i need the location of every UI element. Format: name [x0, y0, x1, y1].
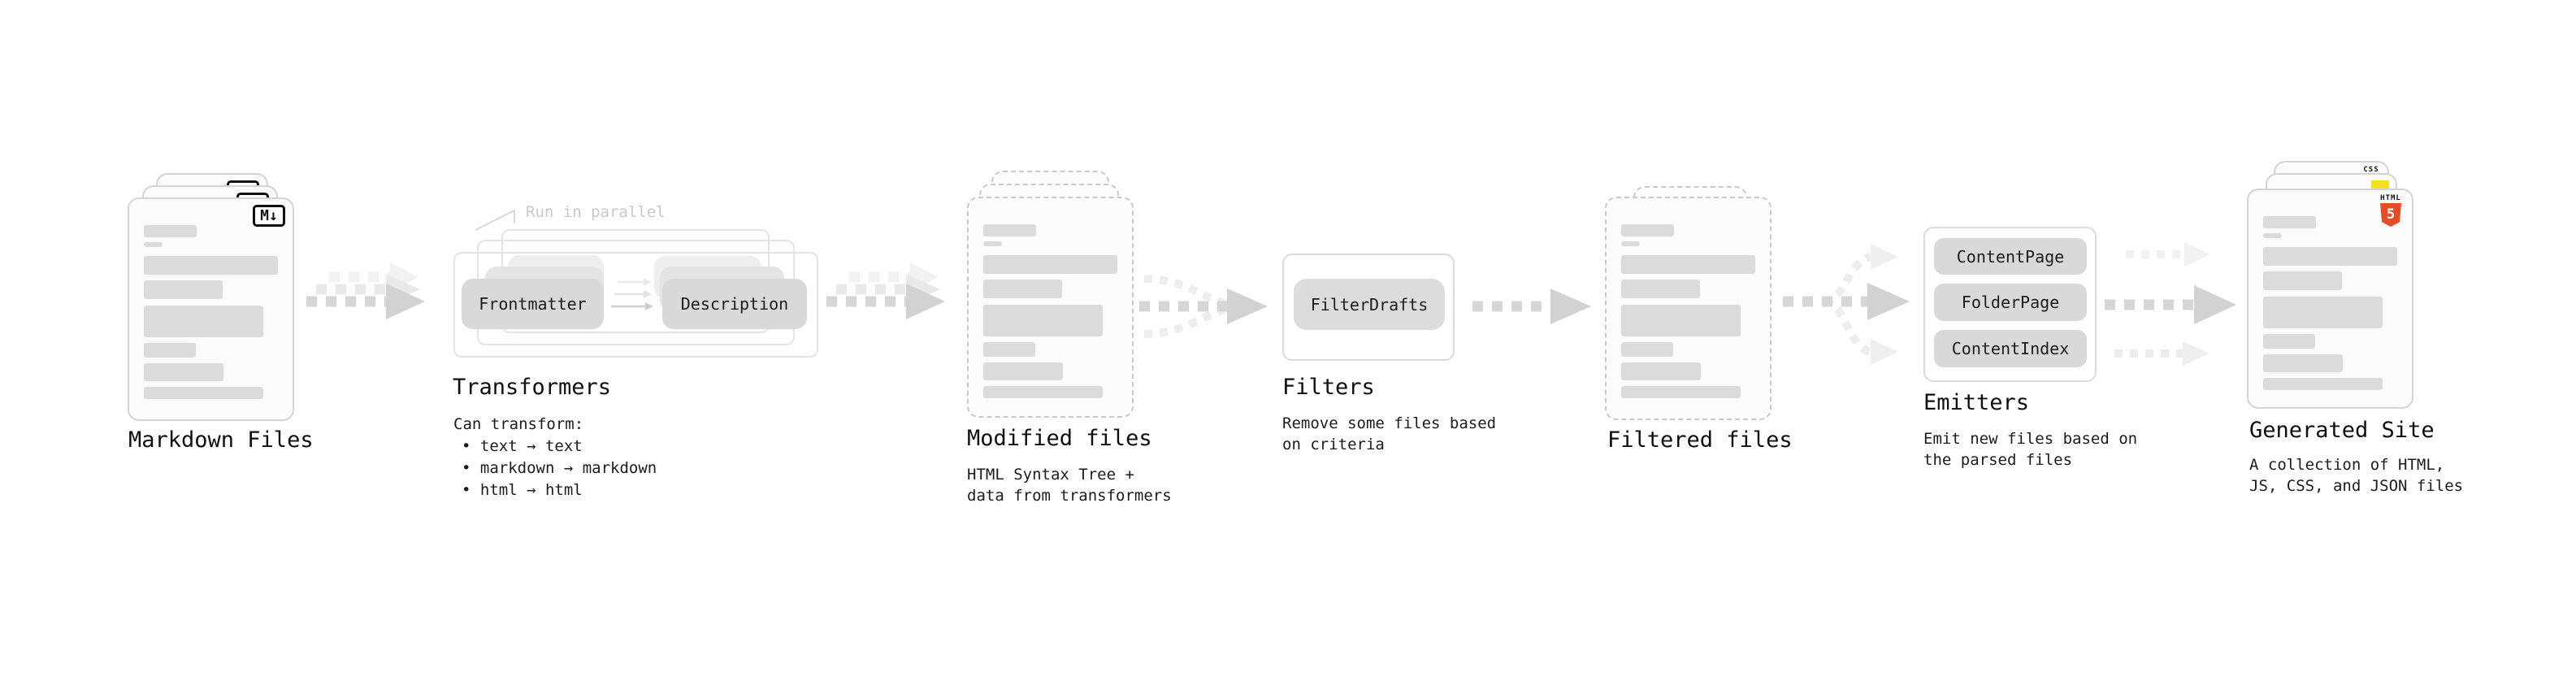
text-line-placeholder [144, 242, 163, 247]
generated-site-description: A collection of HTML, JS, CSS, and JSON … [2249, 454, 2463, 497]
modified-files-description: HTML Syntax Tree + data from transformer… [967, 464, 1172, 506]
text-line-placeholder [2263, 334, 2315, 349]
text-line-placeholder [983, 280, 1062, 298]
stage-label-filtered-files: Filtered files [1607, 427, 1793, 453]
text-line-placeholder [983, 255, 1117, 274]
frontmatter-button: Frontmatter [462, 279, 604, 329]
stage-label-transformers: Transformers [453, 375, 612, 400]
stage-label-modified-files: Modified files [967, 426, 1152, 451]
text-line-placeholder [983, 305, 1103, 336]
transformers-bullet-list: • text → text • markdown → markdown • ht… [462, 436, 657, 501]
description-line: JS, CSS, and JSON files [2249, 477, 2464, 495]
text-line-placeholder [144, 387, 263, 399]
description-line: on criteria [1282, 436, 1385, 453]
text-line-placeholder [1621, 280, 1700, 298]
text-line-placeholder [2263, 233, 2282, 238]
description-line: data from transformers [967, 487, 1172, 505]
file-card-front [1605, 197, 1772, 420]
transformers-note-title: Can transform: [453, 415, 584, 433]
text-line-placeholder [983, 342, 1035, 357]
file-card-front: M↓ [128, 197, 294, 421]
text-line-placeholder [983, 386, 1103, 398]
filters-panel [1282, 254, 1455, 361]
callout-leader-line [475, 209, 515, 231]
text-line-placeholder [983, 362, 1063, 380]
stage-label-filters: Filters [1282, 375, 1375, 400]
text-line-placeholder [2263, 216, 2316, 228]
transformer-layer-front [453, 252, 818, 358]
text-line-placeholder [1621, 255, 1755, 274]
text-line-placeholder [144, 343, 196, 358]
emitters-description: Emit new files based on the parsed files [1923, 428, 2137, 471]
bullet-item: • html → html [462, 481, 583, 499]
text-line-placeholder [2263, 247, 2397, 266]
text-line-placeholder [1621, 305, 1741, 336]
text-line-placeholder [1621, 362, 1701, 380]
description-line: Remove some files based [1282, 414, 1497, 432]
stage-label-emitters: Emitters [1923, 390, 2030, 415]
html5-icon-number: 5 [2386, 206, 2396, 223]
text-line-placeholder [2263, 271, 2342, 290]
text-line-placeholder [1621, 224, 1674, 236]
file-card-front [967, 197, 1134, 418]
html5-icon: HTML 5 [2379, 194, 2402, 227]
contentpage-button: ContentPage [1934, 238, 2087, 275]
flow-arrow-transformers-to-modified [826, 262, 945, 319]
text-line-placeholder [144, 225, 197, 237]
stage-label-generated-site: Generated Site [2249, 418, 2435, 443]
flow-arrow-filters-to-filtered [1472, 288, 1591, 324]
filters-description: Remove some files based on criteria [1282, 413, 1496, 455]
text-line-placeholder [2263, 378, 2383, 390]
bullet-item: • markdown → markdown [462, 459, 657, 477]
description-line: Emit new files based on [1923, 430, 2138, 448]
text-line-placeholder [144, 363, 223, 381]
text-line-placeholder [144, 280, 223, 299]
description-line: A collection of HTML, [2249, 456, 2445, 474]
run-in-parallel-callout: Run in parallel [526, 203, 666, 221]
text-line-placeholder [983, 224, 1036, 236]
flow-arrow-emitters-to-site [2105, 242, 2236, 366]
text-line-placeholder [144, 256, 278, 275]
description-button: Description [662, 279, 807, 329]
text-line-placeholder [2263, 354, 2343, 372]
flow-arrow-filtered-to-emitters [1783, 244, 1910, 365]
stage-label-markdown-files: Markdown Files [128, 427, 314, 453]
js-icon [2371, 180, 2389, 189]
file-card-html: HTML 5 [2247, 189, 2413, 409]
markdown-icon: M↓ [253, 205, 285, 227]
text-line-placeholder [144, 306, 263, 337]
contentindex-button: ContentIndex [1934, 330, 2087, 367]
flow-arrow-markdown-to-transformers [306, 262, 425, 319]
bullet-item: • text → text [462, 437, 583, 455]
text-line-placeholder [1621, 342, 1673, 357]
filterdrafts-button: FilterDrafts [1294, 279, 1445, 330]
html5-icon-shield: 5 [2380, 203, 2401, 227]
transform-step-arrows [611, 278, 653, 310]
text-line-placeholder [983, 241, 1002, 246]
text-line-placeholder [1621, 241, 1640, 246]
description-line: HTML Syntax Tree + [967, 466, 1134, 484]
emitters-panel [1923, 227, 2097, 382]
text-line-placeholder [1621, 386, 1741, 398]
html5-icon-label: HTML [2380, 194, 2401, 202]
text-line-placeholder [2263, 297, 2383, 328]
folderpage-button: FolderPage [1934, 284, 2087, 321]
css-icon-label: CSS [2363, 166, 2379, 174]
description-line: the parsed files [1923, 451, 2073, 469]
flow-arrow-modified-to-filters [1139, 275, 1268, 338]
